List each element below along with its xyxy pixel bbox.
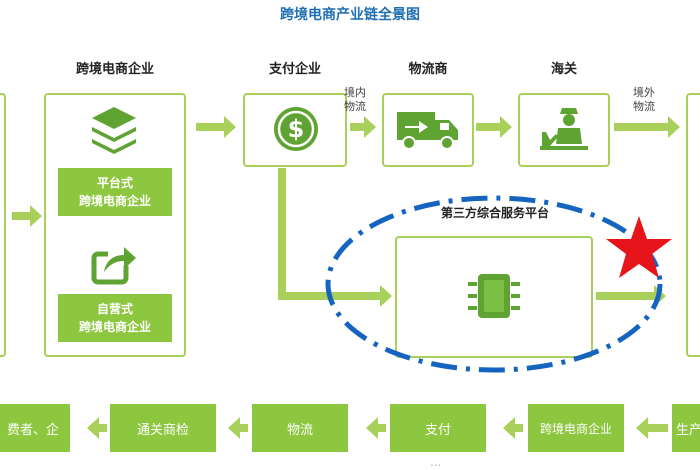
watermark: ... [430, 455, 442, 469]
self-operated-label-2: 跨境电商企业 [78, 320, 151, 334]
highlight-ellipse [325, 195, 663, 373]
header-customs: 海关 [550, 62, 577, 77]
stack-icon [92, 107, 136, 154]
header-ecommerce: 跨境电商企业 [75, 62, 154, 77]
left-partial-box [0, 93, 6, 357]
self-operated-label-1: 自营式 [96, 302, 133, 316]
bottom-customs-inspection-box: 通关商检 [110, 404, 216, 452]
dollar-icon: $ [274, 107, 318, 151]
star-icon [606, 216, 672, 278]
platform-label-2: 跨境电商企业 [78, 194, 151, 208]
platform-label-1: 平台式 [96, 176, 133, 190]
diagram-title: 跨境电商产业链全景图 [280, 7, 420, 23]
platform-ecommerce-box: 平台式 跨境电商企业 [58, 168, 172, 216]
header-payment: 支付企业 [268, 62, 321, 77]
bottom-payment-box: 支付 [390, 404, 486, 452]
overseas-logistics-line1: 境外 [633, 86, 655, 99]
domestic-logistics-line2: 物流 [344, 100, 366, 113]
chip-icon [468, 274, 520, 318]
domestic-logistics-line1: 境内 [344, 86, 366, 99]
domestic-logistics-label: 境内 物流 [337, 86, 373, 114]
bottom-production-box: 生产 [672, 404, 700, 452]
bottom-ecommerce-box: 跨境电商企业 [528, 404, 624, 452]
truck-icon [397, 112, 458, 150]
right-partial-box [686, 93, 700, 357]
customs-officer-icon [540, 108, 588, 150]
svg-text:$: $ [288, 115, 305, 143]
overseas-logistics-line2: 物流 [633, 100, 655, 113]
self-operated-ecommerce-box: 自营式 跨境电商企业 [58, 294, 172, 342]
third-party-platform-label: 第三方综合服务平台 [440, 206, 549, 220]
bottom-consumer-box: 费者、企 [0, 404, 70, 452]
share-icon [91, 247, 136, 285]
bottom-logistics-box: 物流 [252, 404, 348, 452]
overseas-logistics-label: 境外 物流 [624, 86, 664, 114]
header-logistics: 物流商 [408, 62, 448, 77]
